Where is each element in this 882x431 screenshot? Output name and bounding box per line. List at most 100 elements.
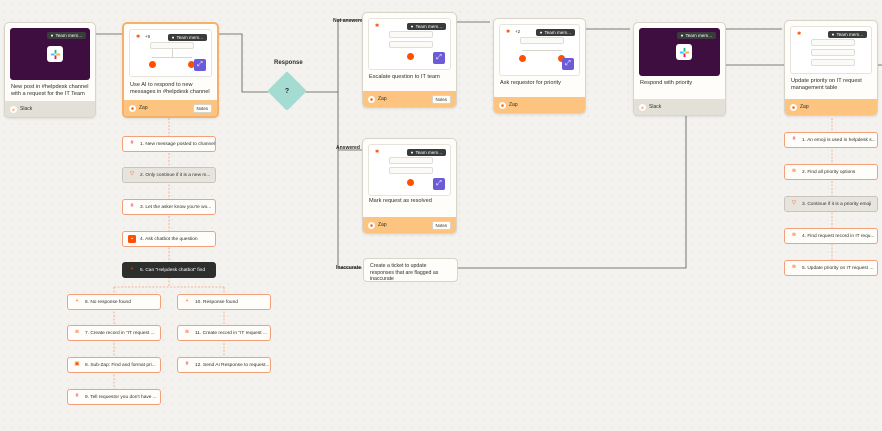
trigger-title: New post in #helpdesk channel with a req… [11, 84, 89, 97]
mini-step [389, 31, 433, 38]
branch-answered: Answered [336, 145, 360, 151]
slack-app-icon: # [639, 103, 646, 111]
zap-step-4[interactable]: ▪4. Ask chatbot the question [122, 231, 216, 247]
slack-icon: # [130, 203, 134, 210]
ask-priority-thumbnail: ✱ +2 ●Team mem... ⤢ [499, 24, 580, 76]
owner-badge: ●Team mem... [827, 31, 867, 38]
mark-resolved-footer: ✱Zap Notes [363, 217, 456, 233]
table-icon: ≋ [74, 329, 80, 336]
owner-badge: ●Team mem... [406, 23, 446, 30]
mark-resolved-card[interactable]: ✱ ●Team mem... ⤢ Mark request as resolve… [362, 138, 457, 234]
chatbot-icon: ▪ [128, 235, 136, 243]
zapier-mini-icon: ✱ [375, 23, 380, 29]
path-step-11[interactable]: ≋11. Create record in "IT request ... [177, 325, 271, 341]
zap-step-2[interactable]: ▽2. Only continue if it is a new m... [122, 167, 216, 183]
table-icon: ≋ [791, 232, 797, 239]
subzap-icon: ▣ [74, 361, 80, 368]
notes-button[interactable]: Notes [192, 103, 212, 113]
mini-step [389, 167, 433, 174]
mini-path-dot [558, 55, 565, 62]
ask-priority-title: Ask requestor for priority [500, 80, 561, 86]
update-step-3[interactable]: ▽3. Continue if it is a priority emoji [784, 196, 878, 212]
escalate-card[interactable]: ✱ ●Team mem... ⤢ Escalate question to IT… [362, 12, 457, 108]
update-step-4[interactable]: ≋4. Find request record in IT requ... [784, 228, 878, 244]
path-step-6[interactable]: ⑂6. No response found [67, 294, 161, 310]
notes-button[interactable]: Notes [431, 220, 451, 230]
paths-label: Response [274, 60, 303, 66]
zapier-mini-icon: ✱ [136, 34, 141, 40]
mini-connector [172, 49, 173, 57]
expand-icon[interactable]: ⤢ [562, 58, 574, 70]
user-icon: ● [410, 150, 414, 155]
mini-step [389, 41, 433, 48]
user-icon: ● [831, 32, 835, 37]
branch-not-answered: Not answered [333, 18, 366, 24]
inaccurate-note[interactable]: Create a ticket to update responses that… [363, 258, 458, 282]
slack-icon: # [792, 136, 796, 143]
owner-badge: ●Team mem... [535, 29, 575, 36]
mark-resolved-title: Mark request as resolved [369, 198, 432, 204]
update-step-1[interactable]: #1. An emoji is used in helpdesk s... [784, 132, 878, 148]
mini-step [811, 49, 855, 56]
zap-step-5[interactable]: ⑂5. Can "Helpdesk chatbot" find [122, 262, 216, 278]
zap-card[interactable]: ✱ +9 ●Team mem... ⤢ Use AI to respond to… [122, 22, 219, 118]
user-icon: ● [410, 24, 414, 29]
mini-connector [522, 50, 562, 51]
mini-path-dot [188, 61, 195, 68]
zap-app-icon: ✱ [368, 95, 375, 103]
user-icon: ● [171, 35, 175, 40]
update-priority-thumbnail: ✱ ●Team mem... [790, 26, 872, 74]
paths-icon: ⑂ [130, 266, 134, 273]
update-step-5[interactable]: ≋5. Update priority on IT request ... [784, 260, 878, 276]
mini-step [150, 42, 194, 49]
zapier-mini-icon: ✱ [797, 31, 802, 37]
mini-dot [407, 53, 414, 60]
trigger-thumbnail: ●Team mem... [10, 28, 90, 80]
expand-icon[interactable]: ⤢ [433, 52, 445, 64]
user-icon: ● [680, 33, 684, 38]
filter-icon: ▽ [129, 171, 135, 178]
update-priority-card[interactable]: ✱ ●Team mem... Update priority on IT req… [784, 20, 878, 116]
owner-badge: ●Team mem... [167, 34, 207, 41]
ask-priority-footer: ✱Zap [494, 97, 585, 113]
respond-priority-title: Respond with priority [640, 80, 693, 86]
path-step-7[interactable]: ≋7. Create record in "IT request ... [67, 325, 161, 341]
ask-priority-card[interactable]: ✱ +2 ●Team mem... ⤢ Ask requestor for pr… [493, 18, 586, 114]
zap-app-icon: ✱ [790, 103, 797, 111]
update-priority-title: Update priority on IT request management… [791, 78, 862, 91]
zap-app-icon: ✱ [499, 101, 506, 109]
user-icon: ● [539, 30, 543, 35]
update-step-2[interactable]: ≋2. Find all priority options [784, 164, 878, 180]
table-icon: ≋ [791, 264, 797, 271]
branch-inaccurate: Inaccurate [336, 265, 362, 271]
slack-icon: # [185, 361, 189, 368]
path-step-10[interactable]: ⑂10. Response found [177, 294, 271, 310]
mini-step-count: +9 [145, 34, 151, 39]
expand-icon[interactable]: ⤢ [194, 59, 206, 71]
path-step-8[interactable]: ▣8. Sub-Zap: Find and format pri... [67, 357, 161, 373]
path-step-12[interactable]: #12. Send AI Response to request... [177, 357, 271, 373]
mini-step [811, 59, 855, 66]
mini-connector [152, 57, 192, 58]
slack-icon: # [130, 140, 134, 147]
zap-step-3[interactable]: #3. Let the asker know you're wo... [122, 199, 216, 215]
respond-priority-thumbnail: ●Team mem... [639, 28, 720, 76]
path-step-9[interactable]: #9. Tell requestor you don't have ... [67, 389, 161, 405]
slack-app-icon: # [10, 105, 17, 113]
notes-button[interactable]: Notes [431, 94, 451, 104]
user-icon: ● [50, 33, 54, 38]
zapier-mini-icon: ✱ [375, 149, 380, 155]
filter-icon: ▽ [791, 200, 797, 207]
mini-path-dot [149, 61, 156, 68]
zapier-mini-icon: ✱ [506, 29, 511, 35]
mini-step-count: +2 [515, 29, 521, 34]
zap-step-1[interactable]: #1. New message posted to channel [122, 136, 216, 152]
slack-icon: # [75, 393, 79, 400]
respond-priority-card[interactable]: ●Team mem... Respond with priority #Slac… [633, 22, 726, 116]
owner-badge: ●Team mem... [676, 32, 716, 39]
escalate-thumbnail: ✱ ●Team mem... ⤢ [368, 18, 451, 70]
mini-step [520, 37, 564, 44]
trigger-card[interactable]: ●Team mem... New post in #helpdesk chann… [4, 22, 96, 118]
mini-step [811, 39, 855, 46]
expand-icon[interactable]: ⤢ [433, 178, 445, 190]
